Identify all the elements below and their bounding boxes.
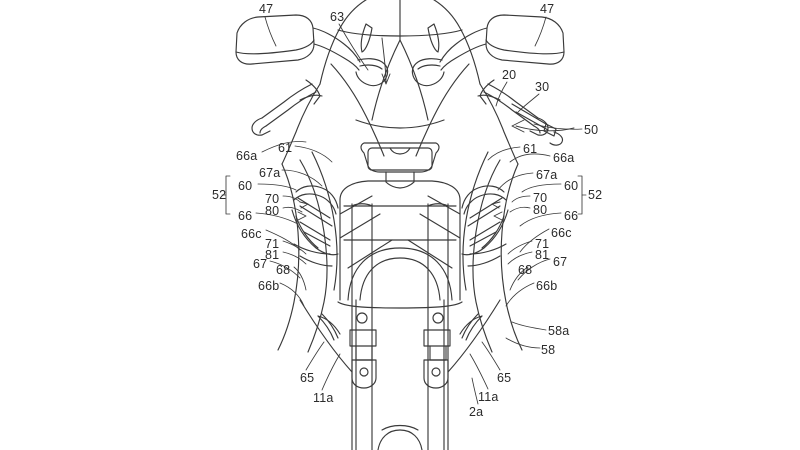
label-50: 50 <box>584 123 599 137</box>
label-60-left: 60 <box>238 179 253 193</box>
label-81-left: 81 <box>265 248 280 262</box>
leader-lines-right <box>487 146 587 307</box>
label-20: 20 <box>502 68 517 82</box>
centre-cowl-body <box>337 180 463 309</box>
label-30: 30 <box>535 80 550 94</box>
label-66a-left: 66a <box>236 149 258 163</box>
label-60-right: 60 <box>564 179 579 193</box>
arrow-markers <box>297 37 575 221</box>
label-70-left: 70 <box>265 192 280 206</box>
mirror-right-47 <box>411 14 565 87</box>
front-fork-left <box>349 203 377 450</box>
label-58: 58 <box>541 343 556 357</box>
label-66b-right: 66b <box>536 279 558 293</box>
label-67a-right: 67a <box>536 168 558 182</box>
upper-cowl-50 <box>281 39 519 165</box>
label-58a: 58a <box>548 324 570 338</box>
centre-nose-assembly <box>360 142 440 189</box>
label-65-right: 65 <box>497 371 512 385</box>
label-47-left: 47 <box>259 2 274 16</box>
label-47-right: 47 <box>540 2 555 16</box>
label-52-right: 52 <box>588 188 603 202</box>
label-65-left: 65 <box>300 371 315 385</box>
label-80-left: 80 <box>265 204 280 218</box>
label-67a-left: 67a <box>259 166 281 180</box>
label-63: 63 <box>330 10 345 24</box>
label-68-right: 68 <box>518 263 533 277</box>
windscreen-63 <box>319 0 481 85</box>
right-side-fairing-60 <box>447 151 523 373</box>
label-80-right: 80 <box>533 203 548 217</box>
label-66c-left: 66c <box>241 227 262 241</box>
leader-lines-bottom <box>305 321 547 405</box>
label-2a: 2a <box>469 405 484 419</box>
leader-lines-left <box>221 141 333 307</box>
label-11a-left: 11a <box>313 391 334 405</box>
label-81-right: 81 <box>535 248 550 262</box>
front-fork-right <box>423 203 451 450</box>
front-fender-2a <box>377 424 423 450</box>
label-67-left: 67 <box>253 257 268 271</box>
mirror-left-47 <box>235 14 389 87</box>
label-52-left: 52 <box>212 188 227 202</box>
label-66a-right: 66a <box>553 151 575 165</box>
label-66-left: 66 <box>238 209 253 223</box>
label-11a-right: 11a <box>478 390 499 404</box>
handlebar-left-20 <box>251 79 323 136</box>
label-68-left: 68 <box>276 263 291 277</box>
handlebar-right-20 <box>477 79 564 146</box>
label-66-right: 66 <box>564 209 579 223</box>
left-side-fairing-60 <box>277 151 353 373</box>
label-66b-left: 66b <box>258 279 280 293</box>
label-66c-right: 66c <box>551 226 572 240</box>
label-67-right: 67 <box>553 255 568 269</box>
leader-lines-top <box>264 16 583 130</box>
label-71-left: 71 <box>265 237 280 251</box>
label-71-right: 71 <box>535 237 550 251</box>
label-61-right: 61 <box>523 142 538 156</box>
label-61-left: 61 <box>278 141 293 155</box>
label-70-right: 70 <box>533 191 548 205</box>
